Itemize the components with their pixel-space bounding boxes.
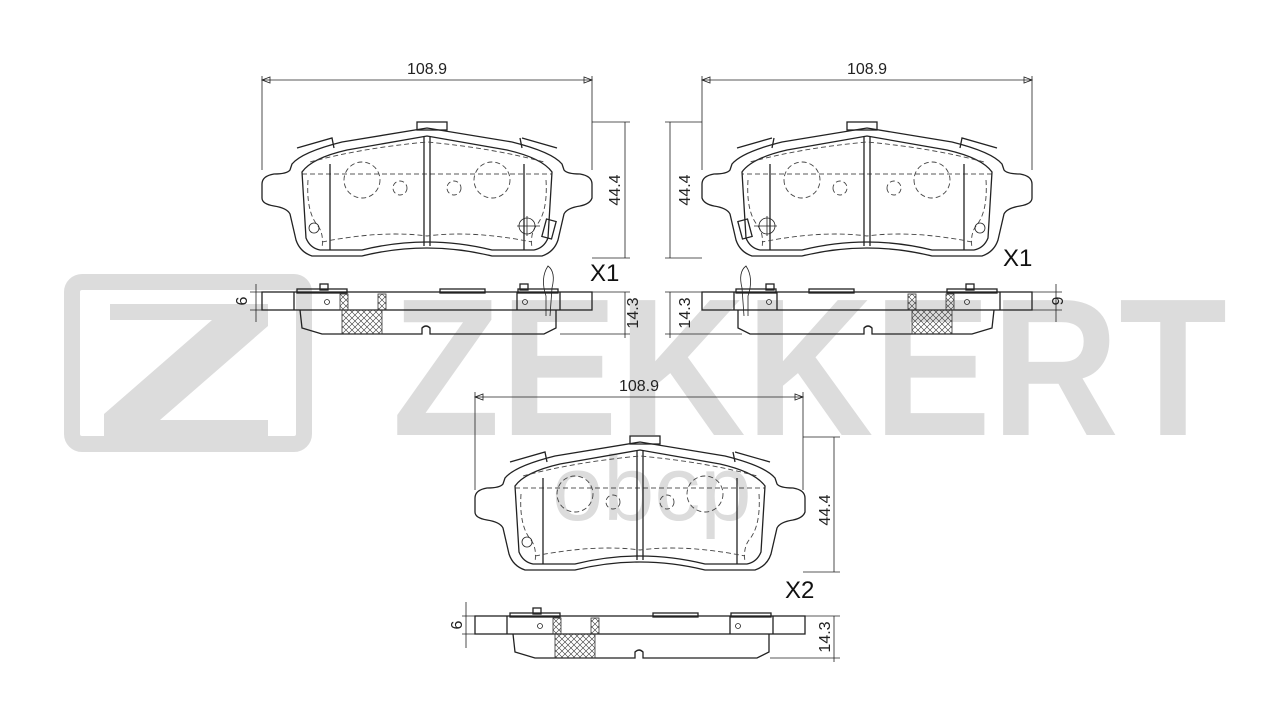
pad-top-right: 108.9 44.4 6 14.3 X1	[665, 61, 1065, 338]
quantity-label: X2	[785, 577, 814, 604]
plate-dimension: 6	[449, 620, 466, 629]
watermark-sub: оbср	[552, 438, 752, 540]
height-dimension: 44.4	[677, 174, 694, 205]
height-dimension: 44.4	[607, 174, 624, 205]
plate-dimension: 6	[234, 296, 251, 305]
quantity-label: X1	[1003, 245, 1032, 272]
thickness-dimension: 14.3	[625, 297, 642, 328]
thickness-dimension: 14.3	[677, 297, 694, 328]
pad-top-left: 108.9 44.4 6 14.3 X1	[234, 61, 642, 338]
height-dimension: 44.4	[817, 494, 834, 525]
width-dimension: 108.9	[407, 61, 447, 78]
width-dimension: 108.9	[619, 378, 659, 395]
thickness-dimension: 14.3	[817, 621, 834, 652]
quantity-label: X1	[590, 260, 619, 287]
pad-bottom: 108.9 44.4 6 14.3 X2	[449, 378, 840, 662]
width-dimension: 108.9	[847, 61, 887, 78]
watermark-brand: ZEKKERT	[392, 258, 1227, 477]
plate-dimension: 6	[1048, 297, 1065, 306]
watermark-logo: ZEKKERT оbср	[64, 258, 1227, 540]
